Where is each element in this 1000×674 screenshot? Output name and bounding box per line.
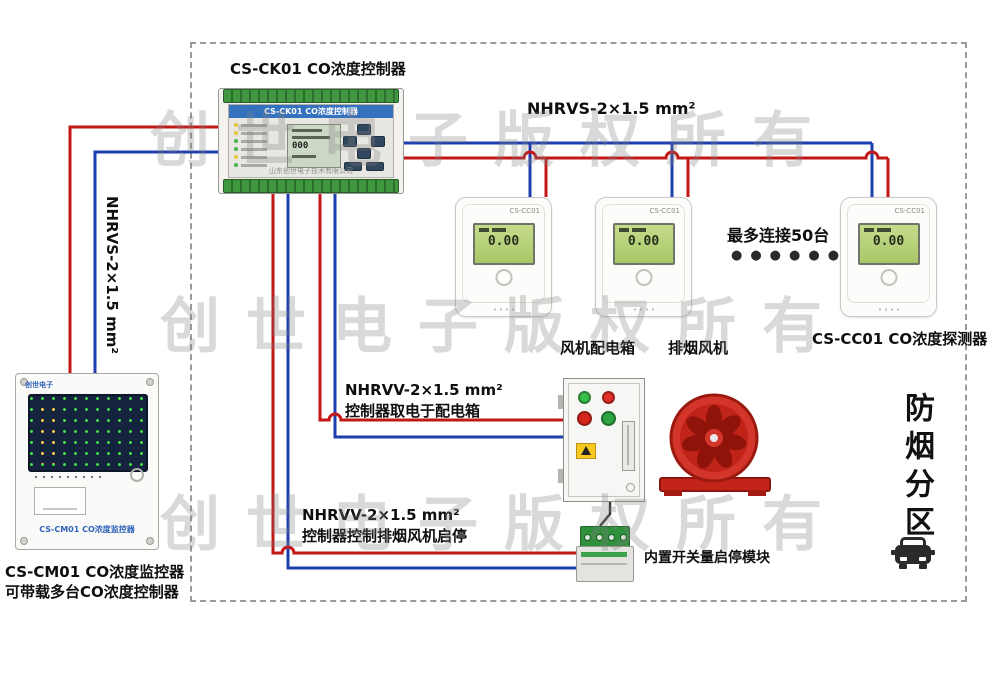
cable-label-nhrvs-left: NHRVS-2×1.5 mm² [103,196,121,354]
monitor-caption-line2: 可带载多台CO浓度控制器 [5,583,179,601]
green-indicator-light [578,391,591,404]
detector-reading: 0.00 [872,234,905,249]
box-to-module-cable [599,500,612,527]
detector-lcd: 0.00 [472,223,535,265]
smoke-zone-border [190,42,967,602]
screw-icon [20,378,28,386]
monitor-led-yellow-block [33,400,57,464]
red-wires [68,125,890,555]
cable-label-nhrvv-power-line1: NHRVV-2×1.5 mm² [345,381,503,399]
module-body [576,546,634,582]
detector-frame [847,204,930,303]
red-push-button[interactable] [577,411,592,426]
warning-sticker [576,443,596,459]
cable-label-nhrvs-top: NHRVS-2×1.5 mm² [527,99,696,118]
detector-lcd: 0.00 [612,223,675,265]
hinge-icon [558,395,563,409]
screw-icon [20,537,28,545]
monitor-caption-line1: CS-CM01 CO浓度监控器 [5,563,185,581]
module-label: 内置开关量启停模块 [644,550,770,566]
box-door [568,383,640,497]
fan-distribution-box [558,378,645,502]
hinge-icon [558,469,563,483]
brand-logo-icon [635,269,652,286]
monitor-panel-label: CS-CM01 CO浓度监控器 [39,525,135,534]
detector-model-label: CS-CC01 [649,207,680,215]
max-connect-note: 最多连接50台 [727,226,830,245]
detector-caption: CS-CC01 CO浓度探测器 [812,330,988,348]
meter-window [622,421,635,471]
controller-faceplate: CS-CK01 CO浓度控制器 000 山东创世电子技术有限公司 [228,104,394,178]
controller-left-button[interactable] [343,136,357,147]
continuation-dots: ●●●●●● [731,248,848,263]
fan-hub-cap [710,434,718,442]
detector-vents [491,308,516,311]
detector-model-label: CS-CC01 [894,207,925,215]
smoke-exhaust-fan [659,393,771,496]
terminal-strip-bottom [223,179,399,193]
fan-foot [664,490,682,496]
switch-module [576,526,634,582]
monitor-button-row[interactable] [32,474,102,480]
controller-set-button[interactable] [344,162,362,171]
keyhole-icon [626,483,635,492]
detector-frame [602,204,685,303]
cable-label-nhrvv-power-line2: 控制器取电于配电箱 [345,402,481,420]
controller-header: CS-CK01 CO浓度控制器 [229,105,393,118]
monitor-brand-logo: 创世电子 [25,381,53,389]
fan-box-label: 风机配电箱 [560,339,636,357]
module-terminal-block [580,526,630,548]
controller-ok-button[interactable] [366,162,384,171]
controller-company-text: 山东创世电子技术有限公司 [269,167,353,175]
red-indicator-light [602,391,615,404]
co-detector-1: CS-CC01 0.00 [455,197,552,317]
paper-slit [43,508,77,510]
fan-foot [748,490,766,496]
detector-frame [462,204,545,303]
detector-vents [631,308,656,311]
terminal-strip-top [223,89,399,103]
brand-logo-icon [880,269,897,286]
screw-icon [146,537,154,545]
green-push-button[interactable] [601,411,616,426]
cable-label-nhrvv-fan-line1: NHRVV-2×1.5 mm² [302,506,460,524]
detector-lcd: 0.00 [857,223,920,265]
buzzer-icon [130,468,144,482]
detector-vents [876,308,901,311]
monitor-printer-slot [34,487,86,515]
co-detector-2: CS-CC01 0.00 [595,197,692,317]
co-controller-device: CS-CK01 CO浓度控制器 000 山东创世电子技术有限公司 [218,88,404,194]
controller-status-rows [234,123,267,171]
controller-up-button[interactable] [357,124,371,135]
cable-label-nhrvv-fan-line2: 控制器控制排烟风机启停 [302,527,468,545]
controller-right-button[interactable] [371,136,385,147]
fan-label: 排烟风机 [668,339,729,357]
controller-down-button[interactable] [357,148,371,159]
zone-label: 防烟分区 [899,392,934,544]
detector-reading: 0.00 [627,234,660,249]
monitor-led-screen [28,394,148,472]
detector-model-label: CS-CC01 [509,207,540,215]
detector-reading: 0.00 [487,234,520,249]
car-icon [891,537,935,569]
screw-icon [146,378,154,386]
co-monitor-device: 创世电子 CS-CM01 CO浓度监控器 [15,373,159,550]
co-detector-3: CS-CC01 0.00 [840,197,937,317]
controller-lcd: 000 [287,124,341,168]
controller-lcd-value: 000 [292,141,309,151]
controller-title: CS-CK01 CO浓度控制器 [230,60,406,78]
brand-logo-icon [495,269,512,286]
